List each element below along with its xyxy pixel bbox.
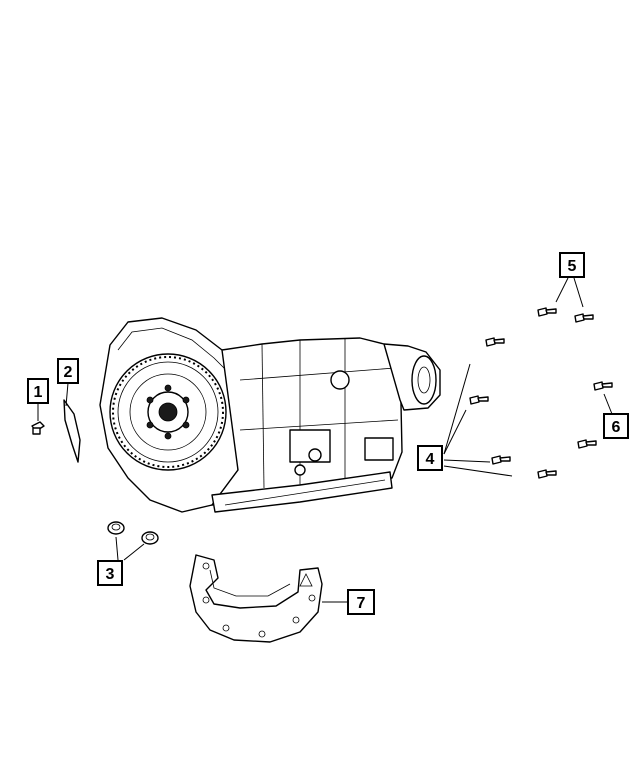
callout-7-label: 7 bbox=[357, 595, 366, 612]
callout-3[interactable]: 3 bbox=[97, 560, 123, 586]
callout-2-label: 2 bbox=[64, 364, 73, 381]
callout-6-label: 6 bbox=[612, 419, 621, 436]
part-5-bolts bbox=[537, 307, 594, 323]
leader-lines bbox=[37, 277, 613, 603]
callout-5-label: 5 bbox=[568, 258, 577, 275]
callout-2[interactable]: 2 bbox=[57, 358, 79, 384]
part-7-cover-plate bbox=[189, 554, 323, 643]
part-6-bolts bbox=[577, 381, 613, 449]
callout-3-label: 3 bbox=[106, 566, 115, 583]
callout-7[interactable]: 7 bbox=[347, 589, 375, 615]
callout-1[interactable]: 1 bbox=[27, 378, 49, 404]
part-1-bolt bbox=[31, 421, 45, 435]
callout-4[interactable]: 4 bbox=[417, 445, 443, 471]
transmission-assembly bbox=[99, 317, 441, 513]
callout-4-label: 4 bbox=[426, 451, 435, 468]
part-4-bolts bbox=[469, 337, 557, 479]
part-2-plate bbox=[63, 399, 81, 463]
callout-6[interactable]: 6 bbox=[603, 413, 629, 439]
callout-1-label: 1 bbox=[34, 384, 43, 401]
part-3-plugs bbox=[107, 521, 159, 545]
callout-5[interactable]: 5 bbox=[559, 252, 585, 278]
